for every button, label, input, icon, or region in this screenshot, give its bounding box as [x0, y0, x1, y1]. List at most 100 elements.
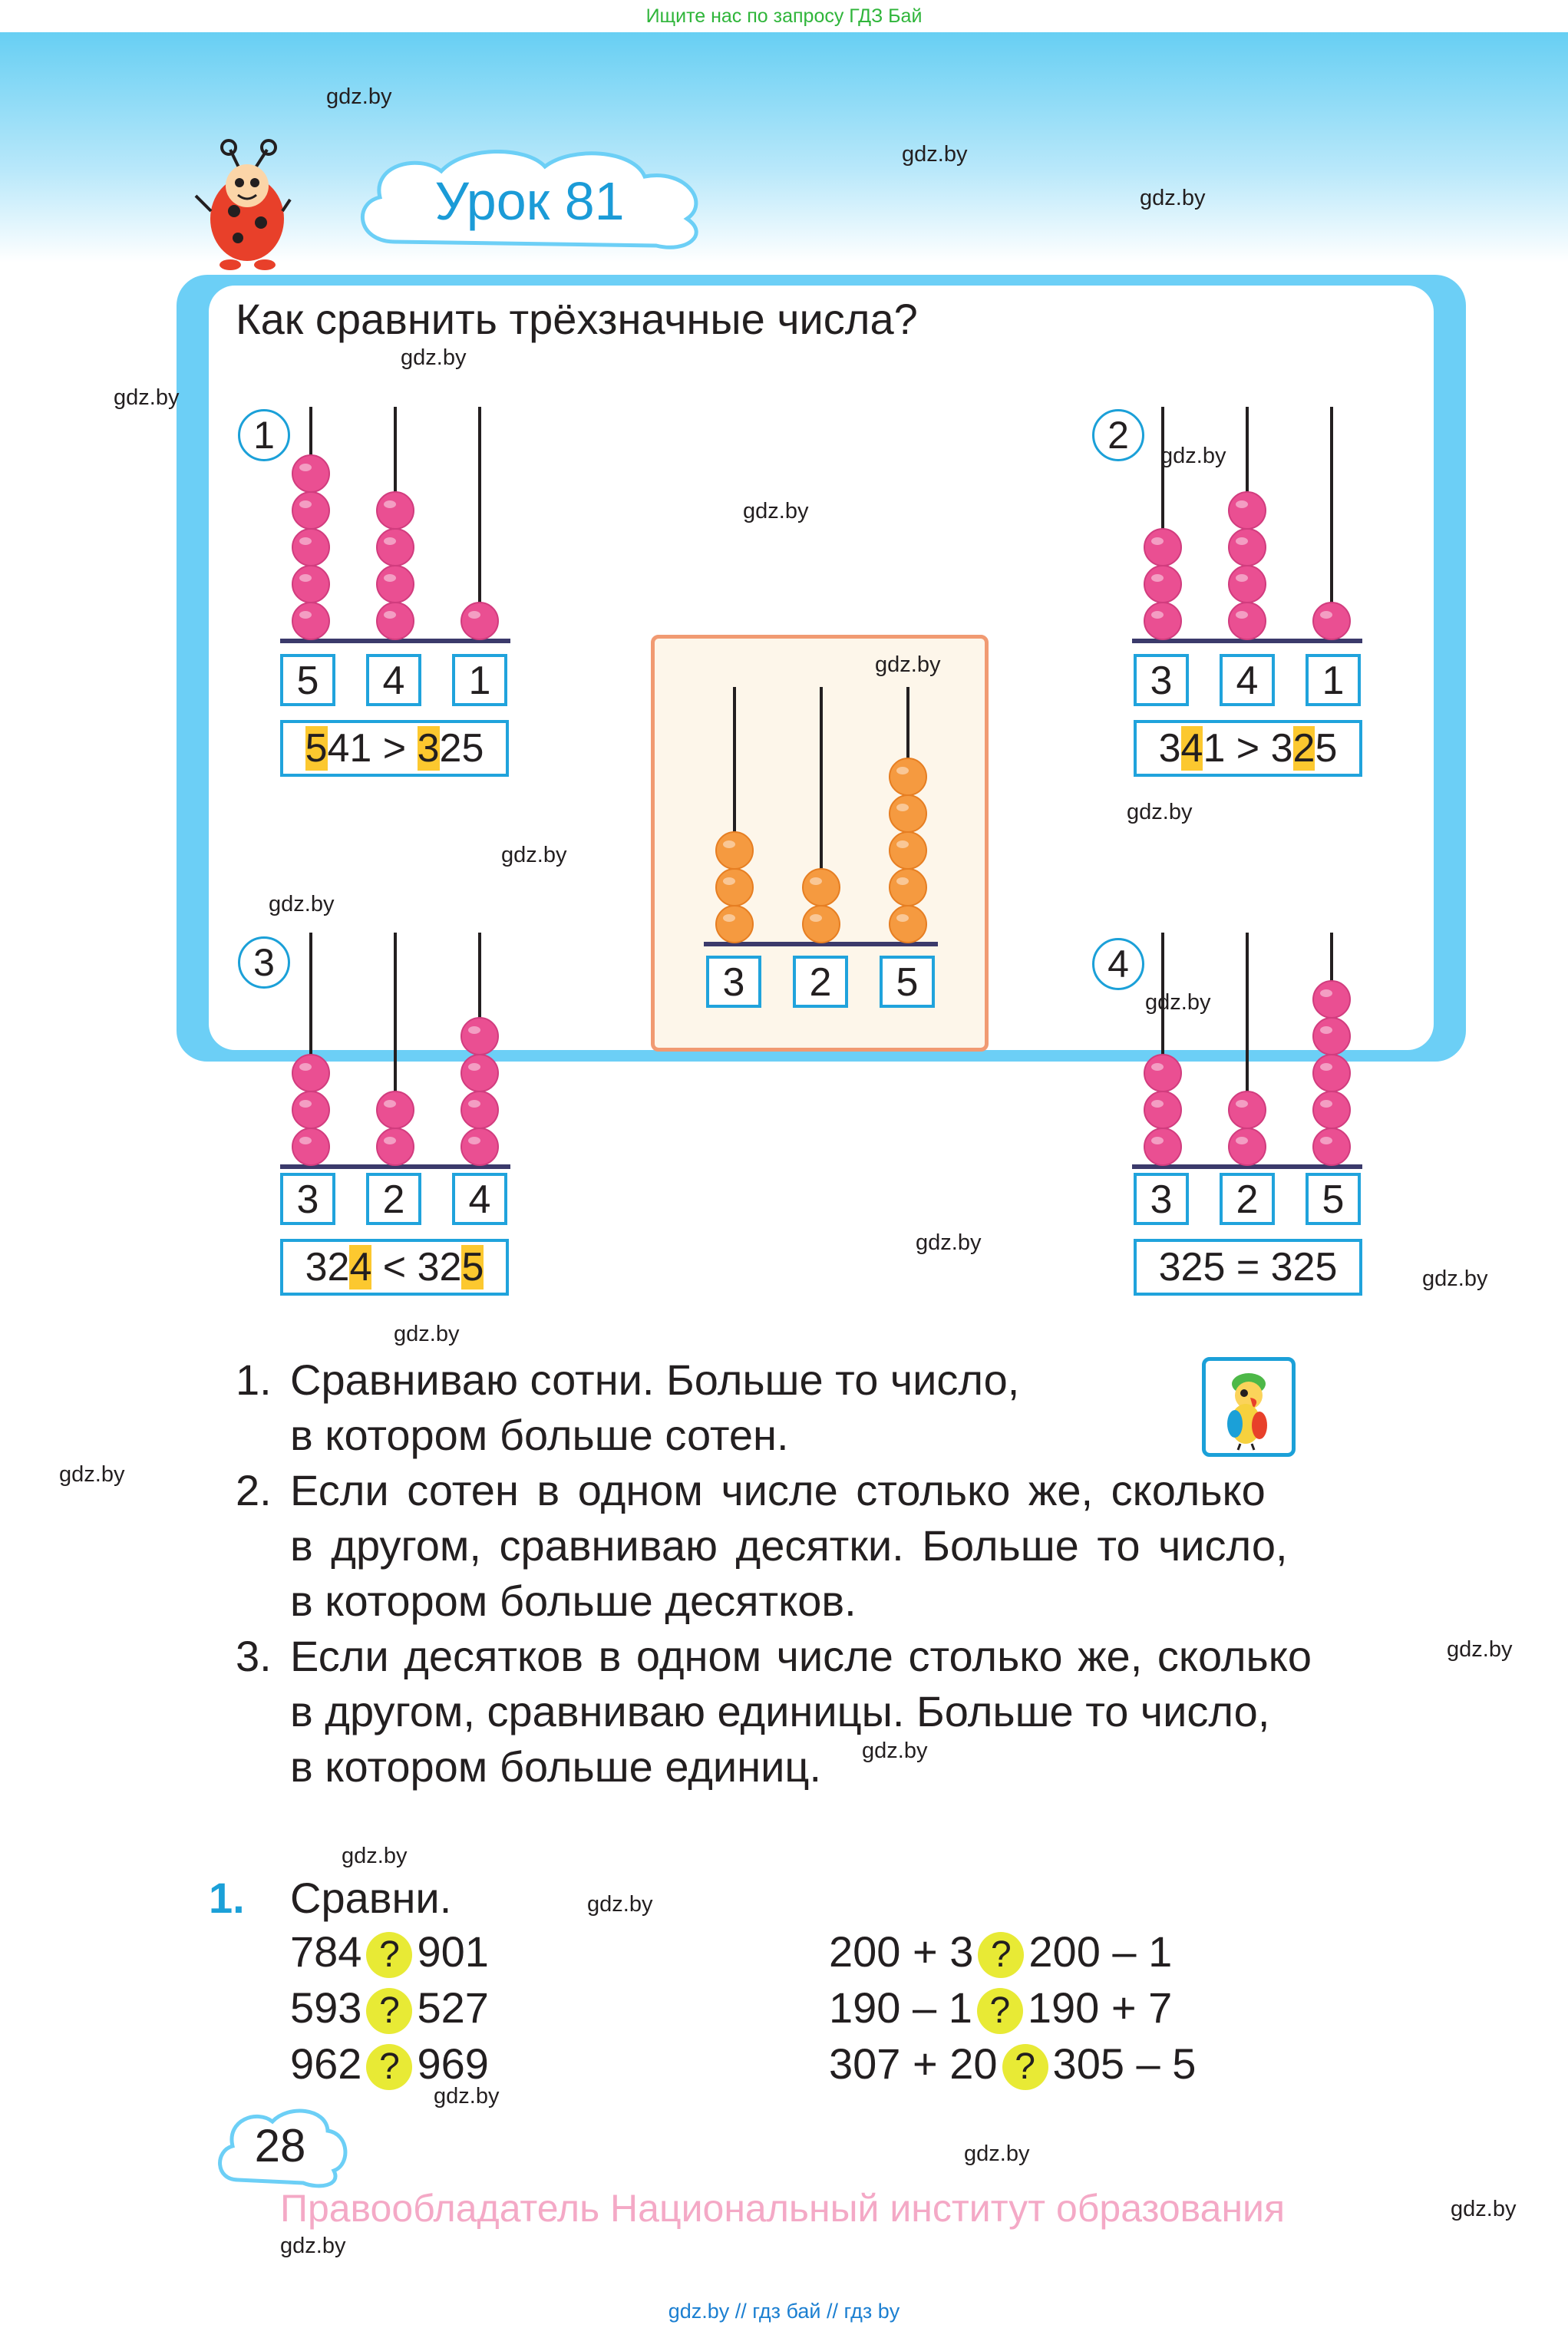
abacus-bead-shine	[468, 1100, 480, 1108]
abacus-bead-shine	[1151, 1137, 1164, 1144]
cmp-highlight: 4	[1180, 726, 1203, 771]
abacus-bead	[1228, 528, 1266, 566]
expr: 969	[417, 2039, 489, 2088]
abacus-bead-shine	[384, 1137, 396, 1144]
question-mark-icon[interactable]: ?	[976, 1988, 1023, 2035]
abacus-bead-shine	[1320, 1137, 1332, 1144]
watermark: gdz.by	[1145, 990, 1211, 1015]
expr: 901	[417, 1927, 489, 1976]
abacus-bead-shine	[896, 804, 909, 811]
cmp-part: 1 > 3	[1203, 726, 1293, 771]
exercise-title: Сравни.	[290, 1874, 452, 1922]
expr: 962	[290, 2039, 362, 2088]
rule-3-line-1: Если десятков в одном числе столько же, …	[290, 1632, 1312, 1680]
abacus-bead	[376, 565, 414, 603]
exercise-left-row-3: 962?969	[290, 2039, 489, 2091]
abacus-bead-shine	[384, 574, 396, 582]
abacus-bead	[889, 758, 927, 796]
expr: 593	[290, 1983, 362, 2032]
abacus-bead	[1312, 1017, 1351, 1055]
abacus-bead	[460, 1091, 499, 1129]
expr: 784	[290, 1927, 362, 1976]
cmp-highlight: 2	[1292, 726, 1315, 771]
abacus-bead	[1228, 1091, 1266, 1129]
abacus-bead	[376, 602, 414, 640]
expr: 200 + 3	[829, 1927, 974, 1976]
abacus-bead	[460, 1128, 499, 1166]
footer-links[interactable]: gdz.by // гдз бай // гдз by	[668, 2300, 900, 2323]
page-number: 28	[254, 2120, 306, 2171]
abacus-bead	[889, 905, 927, 943]
abacus-bead	[376, 1091, 414, 1129]
question-mark-icon[interactable]: ?	[366, 1988, 413, 2035]
abacus-bead	[1312, 1128, 1351, 1166]
ladybug-icon	[194, 139, 292, 270]
abacus-bead-shine	[1320, 1026, 1332, 1034]
question-mark-icon[interactable]: ?	[1002, 2044, 1048, 2091]
parrot-icon	[1202, 1357, 1296, 1457]
abacus-bead-shine	[723, 877, 735, 885]
abacus-bead-shine	[1151, 1063, 1164, 1071]
abacus-bead	[460, 1017, 499, 1055]
abacus-bead	[292, 1128, 330, 1166]
question-mark-icon[interactable]: ?	[978, 1932, 1025, 1979]
abacus-bead-shine	[896, 840, 909, 848]
abacus-bead	[1144, 1128, 1182, 1166]
question-mark-icon[interactable]: ?	[366, 2044, 413, 2091]
abacus-bead	[292, 1054, 330, 1092]
question-mark-icon[interactable]: ?	[366, 1932, 413, 1979]
watermark: gdz.by	[114, 385, 180, 410]
watermark: gdz.by	[1422, 1266, 1488, 1291]
rule-2-line-1: Если сотен в одном числе столько же, ско…	[290, 1466, 1266, 1514]
abacus-bead-shine	[896, 767, 909, 774]
rule-1-line-2: в котором больше сотен.	[290, 1411, 789, 1459]
exercise-number: 1.	[209, 1874, 245, 1922]
example-3-abacus	[280, 933, 510, 1169]
abacus-bead-shine	[723, 840, 735, 848]
exercise-right-row-3: 307 + 20?305 – 5	[829, 2039, 1197, 2091]
example-1-digit-units: 1	[452, 654, 507, 706]
example-4-number: 4	[1092, 938, 1144, 990]
watermark: gdz.by	[59, 1462, 125, 1487]
expr: 305 – 5	[1052, 2039, 1197, 2088]
abacus-bead	[1228, 602, 1266, 640]
copyright: Правообладатель Национальный институт об…	[280, 2187, 1286, 2230]
rule-3-number: 3.	[236, 1632, 272, 1680]
abacus-bead-shine	[384, 1100, 396, 1108]
exercise-right-row-2: 190 – 1?190 + 7	[829, 1983, 1173, 2035]
watermark: gdz.by	[862, 1739, 928, 1763]
abacus-bead-shine	[1320, 1063, 1332, 1071]
top-banner[interactable]: Ищите нас по запросу ГДЗ Бай	[0, 0, 1568, 32]
abacus-bead-shine	[384, 500, 396, 508]
abacus-bead	[1312, 1091, 1351, 1129]
abacus-bead-shine	[299, 611, 312, 619]
watermark: gdz.by	[743, 499, 809, 523]
abacus-bead-shine	[1151, 537, 1164, 545]
abacus-bead-shine	[1151, 611, 1164, 619]
abacus-bead	[1228, 565, 1266, 603]
abacus-bead	[292, 491, 330, 530]
abacus-bead	[292, 565, 330, 603]
example-2-digit-tens: 4	[1220, 654, 1275, 706]
abacus-bead-shine	[299, 1063, 312, 1071]
expr: 190 + 7	[1027, 1983, 1173, 2032]
abacus-bead	[1144, 1054, 1182, 1092]
watermark: gdz.by	[587, 1892, 653, 1917]
example-1-abacus	[280, 407, 510, 643]
watermark: gdz.by	[280, 2234, 346, 2258]
example-3-digit-units: 4	[452, 1173, 507, 1225]
abacus-bead	[715, 831, 754, 870]
exercise-left-row-1: 784?901	[290, 1927, 489, 1979]
example-2-abacus	[1132, 407, 1362, 643]
exercise-left-row-2: 593?527	[290, 1983, 489, 2035]
expr: 200 – 1	[1028, 1927, 1173, 1976]
example-4-abacus	[1132, 933, 1362, 1169]
example-4-digit-tens: 2	[1220, 1173, 1275, 1225]
panel-heading: Как сравнить трёхзначные числа?	[236, 295, 918, 343]
watermark: gdz.by	[964, 2142, 1030, 2166]
abacus-bead-shine	[1320, 989, 1332, 997]
center-digit-hundreds: 3	[706, 956, 761, 1008]
abacus-bead	[292, 454, 330, 493]
abacus-bead-shine	[384, 537, 396, 545]
abacus-bead	[460, 1054, 499, 1092]
